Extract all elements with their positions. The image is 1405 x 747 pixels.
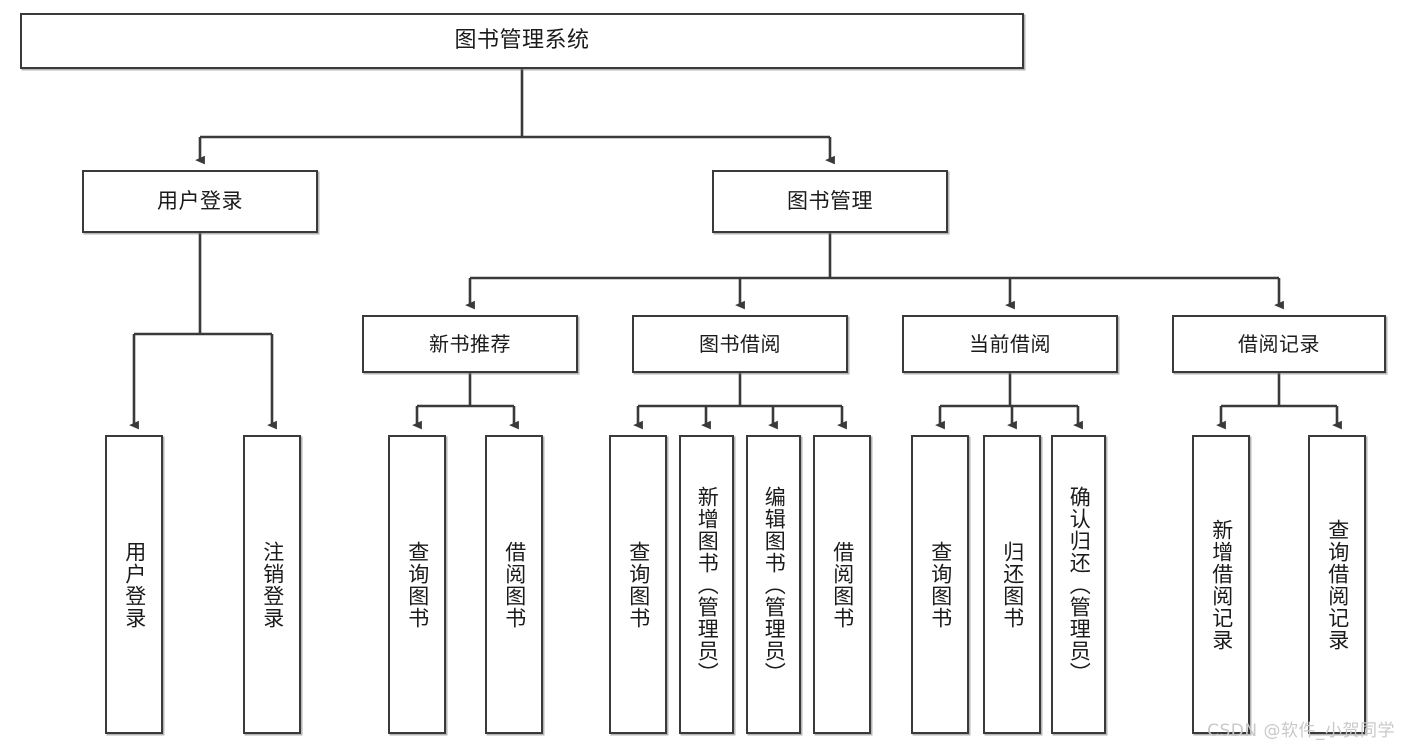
node-leaf-user-login[interactable]: 用户登录: [105, 435, 163, 734]
node-leaf-user-login-label: 用户登录: [122, 540, 147, 629]
csdn-watermark: CSDN @软件_小贺同学: [1207, 721, 1395, 741]
node-book-manage[interactable]: 图书管理: [712, 170, 948, 233]
node-leaf-query-book-3-label: 查询图书: [928, 540, 953, 629]
node-leaf-query-borrow-record[interactable]: 查询借阅记录: [1308, 435, 1366, 734]
node-user-login-label: 用户登录: [157, 188, 243, 213]
node-leaf-edit-book-admin[interactable]: 编辑图书（管理员）: [746, 435, 801, 734]
node-book-borrow-label: 图书借阅: [699, 331, 781, 356]
node-book-borrow[interactable]: 图书借阅: [632, 315, 848, 373]
node-borrow-record[interactable]: 借阅记录: [1172, 315, 1386, 373]
node-leaf-query-book-3[interactable]: 查询图书: [911, 435, 969, 734]
node-leaf-confirm-return-admin[interactable]: 确认归还（管理员）: [1051, 435, 1106, 734]
node-leaf-query-book-1[interactable]: 查询图书: [388, 435, 446, 734]
node-leaf-return-book-label: 归还图书: [1000, 540, 1025, 629]
node-leaf-query-book-2[interactable]: 查询图书: [609, 435, 667, 734]
node-leaf-return-book[interactable]: 归还图书: [983, 435, 1041, 734]
node-user-login[interactable]: 用户登录: [82, 170, 318, 233]
node-leaf-query-book-1-label: 查询图书: [405, 540, 430, 629]
node-leaf-add-book-admin[interactable]: 新增图书（管理员）: [679, 435, 734, 734]
node-leaf-logout-label: 注销登录: [260, 540, 285, 629]
node-book-manage-label: 图书管理: [787, 188, 873, 213]
node-leaf-logout[interactable]: 注销登录: [243, 435, 301, 734]
node-borrow-record-label: 借阅记录: [1238, 331, 1320, 356]
node-root[interactable]: 图书管理系统: [20, 13, 1024, 69]
node-leaf-borrow-book-1[interactable]: 借阅图书: [485, 435, 543, 734]
node-leaf-query-book-2-label: 查询图书: [626, 540, 651, 629]
node-leaf-confirm-return-admin-label: 确认归还（管理员）: [1067, 485, 1092, 684]
node-current-borrow-label: 当前借阅: [969, 331, 1051, 356]
node-leaf-add-book-admin-label: 新增图书（管理员）: [695, 485, 720, 684]
node-new-book-rec-label: 新书推荐: [429, 331, 511, 356]
node-leaf-add-borrow-record[interactable]: 新增借阅记录: [1192, 435, 1250, 734]
node-leaf-borrow-book-2-label: 借阅图书: [830, 540, 855, 629]
node-leaf-query-borrow-record-label: 查询借阅记录: [1325, 518, 1350, 651]
node-leaf-edit-book-admin-label: 编辑图书（管理员）: [762, 485, 787, 684]
node-current-borrow[interactable]: 当前借阅: [902, 315, 1118, 373]
node-leaf-borrow-book-2[interactable]: 借阅图书: [813, 435, 871, 734]
node-root-label: 图书管理系统: [454, 28, 590, 54]
node-new-book-rec[interactable]: 新书推荐: [362, 315, 578, 373]
node-leaf-add-borrow-record-label: 新增借阅记录: [1209, 518, 1234, 651]
node-leaf-borrow-book-1-label: 借阅图书: [502, 540, 527, 629]
